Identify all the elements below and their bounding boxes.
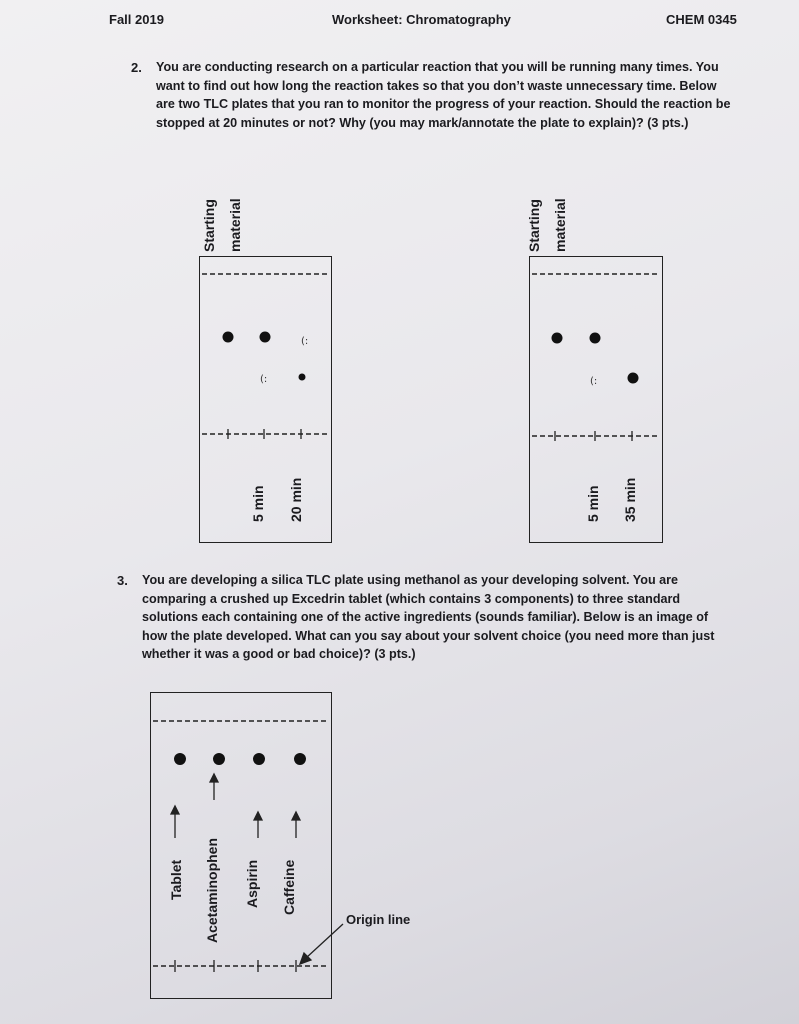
plate-2-spot <box>627 372 639 384</box>
question-3-line: how the plate developed. What can you sa… <box>142 628 715 643</box>
question-3-line: whether it was a good or bad choice)? (3… <box>142 647 416 661</box>
tlc-plate-1 <box>199 256 332 543</box>
plate-1-faint-spot: (: <box>301 336 308 347</box>
question-3-line: solutions each containing one of the act… <box>142 610 709 624</box>
header-course-term: Fall 2019 <box>109 12 164 27</box>
question-3-number: 3. <box>117 573 128 588</box>
question-2-line: You are conducting research on a particu… <box>156 60 719 74</box>
question-2-line: want to find out how long the reaction t… <box>156 78 717 93</box>
plate-1-spot <box>298 373 306 381</box>
arrow-acetaminophen-head <box>208 772 220 783</box>
question-3-text: You are developing a silica TLC plate us… <box>142 571 762 664</box>
plate-2-spot <box>589 332 601 344</box>
arrow-tablet-head <box>169 804 181 815</box>
origin-line-label: Origin line <box>346 912 411 927</box>
plate-1-spot <box>259 331 271 343</box>
plate-3-spot-aspirin <box>253 753 265 765</box>
tlc-plate-3 <box>150 692 332 999</box>
plate-1-faint-spot: (: <box>260 374 267 385</box>
header-course-code: CHEM 0345 <box>666 12 737 27</box>
header-title: Worksheet: Chromatography <box>332 12 511 27</box>
plate-3-spot-acetaminophen <box>213 753 225 765</box>
arrow-aspirin-head <box>252 810 264 821</box>
plate-1-spot <box>222 331 234 343</box>
question-2-text: You are conducting research on a particu… <box>156 58 756 132</box>
origin-line-pointer <box>305 923 344 959</box>
origin-line-pointer-head <box>298 951 313 966</box>
question-2-number: 2. <box>131 60 142 75</box>
question-2-line: are two TLC plates that you ran to monit… <box>156 97 731 111</box>
question-3-line: You are developing a silica TLC plate us… <box>142 573 679 587</box>
tlc-plate-2 <box>529 256 663 543</box>
plate-3-spot-caffeine <box>294 753 306 765</box>
plate-2-spot <box>551 332 563 344</box>
question-3-line: comparing a crushed up Excedrin tablet (… <box>142 591 681 606</box>
arrow-caffeine-head <box>290 810 302 821</box>
plate-2-faint-spot: (: <box>590 376 597 387</box>
plate-3-spot-tablet <box>174 753 186 765</box>
question-2-line: stopped at 20 minutes or not? Why (you m… <box>156 115 689 130</box>
